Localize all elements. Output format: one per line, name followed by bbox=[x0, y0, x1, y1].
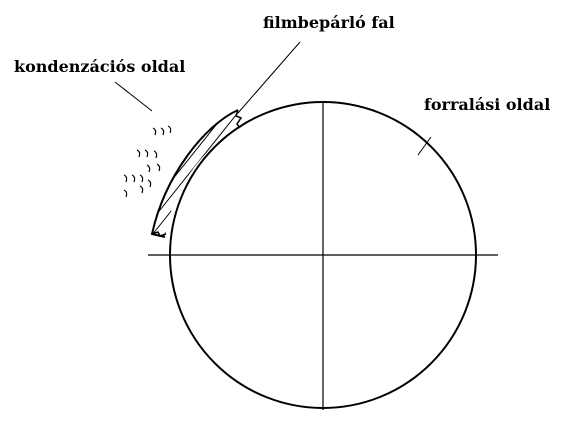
wall-leader-line bbox=[237, 41, 301, 114]
wall-label: filmbepárló fal bbox=[263, 13, 395, 32]
film-evaporator-wall bbox=[150, 109, 243, 238]
boiling-leader-line bbox=[417, 136, 432, 156]
condensation-leader-line bbox=[114, 81, 153, 112]
condensate-droplets bbox=[123, 125, 172, 198]
tube-circle bbox=[169, 101, 477, 409]
condensation-label: kondenzációs oldal bbox=[14, 57, 185, 76]
boiling-label: forralási oldal bbox=[424, 95, 550, 114]
